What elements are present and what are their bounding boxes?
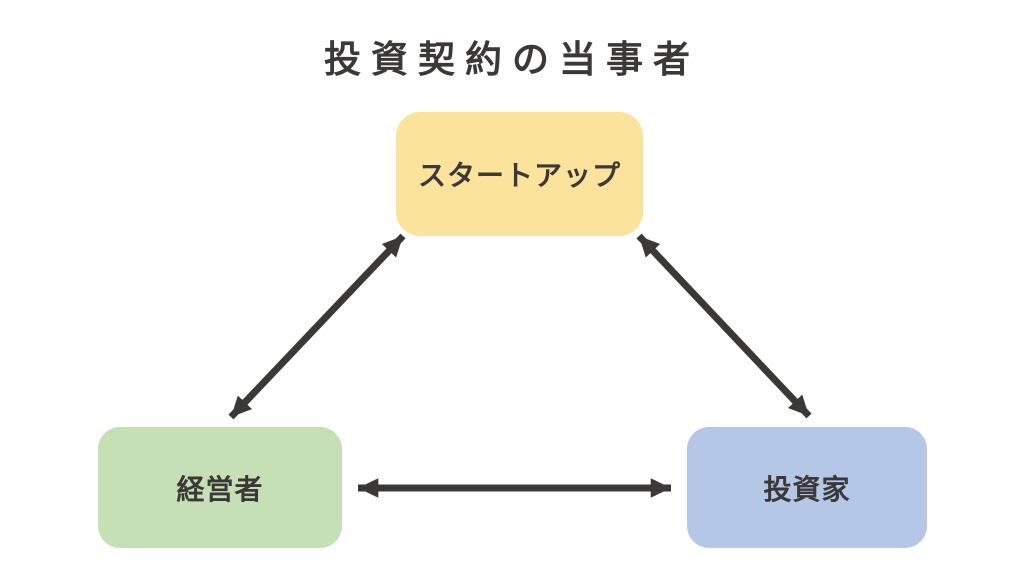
- arrow-startup-manager: [228, 233, 406, 420]
- diagram-title: 投資契約の当事者: [324, 39, 700, 80]
- node-investor: 投資家: [687, 427, 927, 548]
- node-manager-label: 経営者: [176, 473, 264, 505]
- node-investor-label: 投資家: [763, 473, 851, 505]
- node-manager: 経営者: [98, 427, 342, 548]
- arrow-startup-investor: [636, 233, 812, 419]
- node-startup-label: スタートアップ: [417, 160, 621, 191]
- node-startup: スタートアップ: [396, 112, 643, 236]
